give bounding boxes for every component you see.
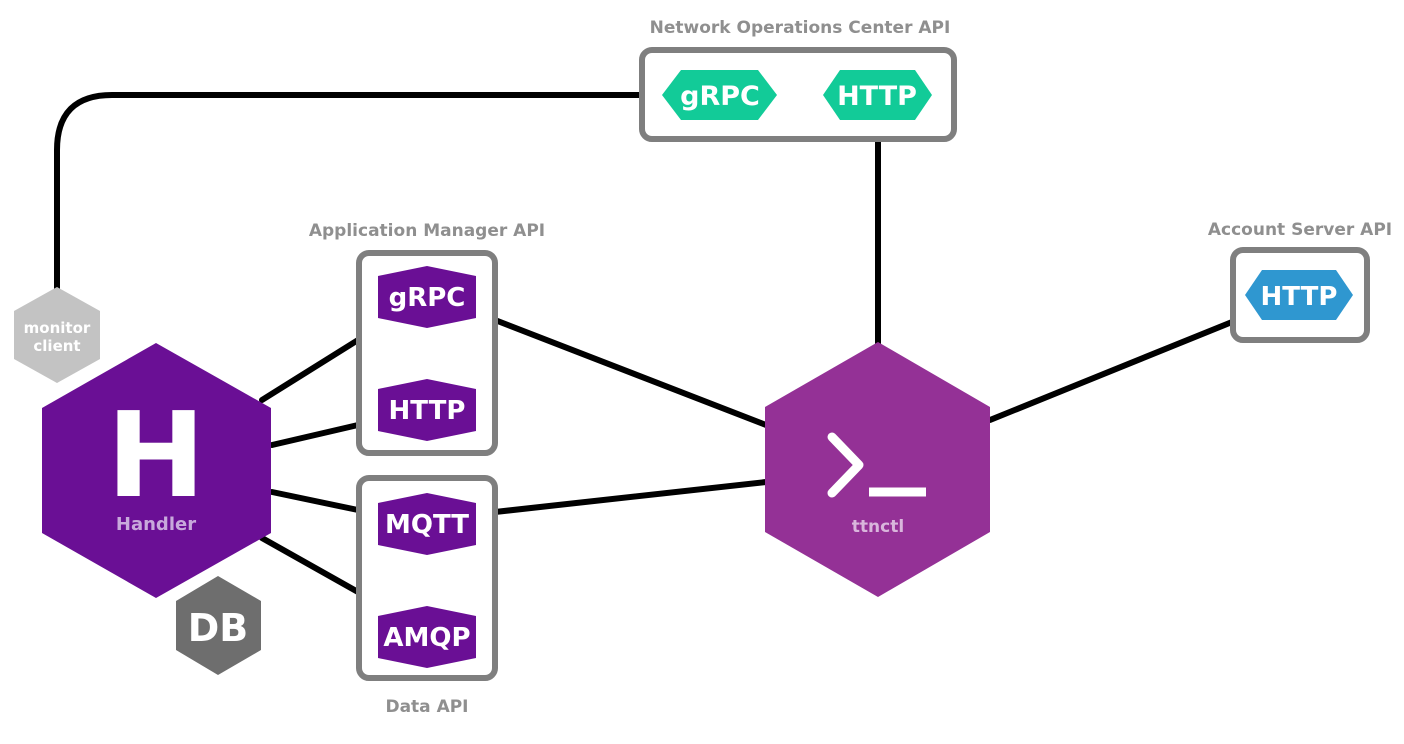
noc-http-label: HTTP: [837, 81, 917, 112]
data-mqtt-label: MQTT: [385, 510, 469, 540]
ttnctl-hex: [765, 342, 990, 597]
monitor-client-label-line2: client: [33, 337, 80, 355]
app-grpc-label: gRPC: [389, 283, 466, 313]
app-http-badge[interactable]: [378, 379, 476, 441]
monitor-client-label-line1: monitor: [24, 319, 91, 337]
app-grpc-badge[interactable]: [378, 266, 476, 328]
data-api-group: MQTT AMQP Data API: [356, 475, 498, 717]
noc-api-title: Network Operations Center API: [650, 18, 951, 38]
connections: [54, 92, 1235, 595]
handler-label: Handler: [116, 514, 196, 535]
account-http-label: HTTP: [1261, 282, 1338, 312]
edge-handler-to-amqp: [259, 535, 361, 595]
ttnctl-node[interactable]: ttnctl: [765, 342, 990, 597]
account-http-badge[interactable]: [1245, 270, 1353, 320]
edge-ttnctl-to-account: [987, 319, 1235, 423]
handler-hex: [42, 343, 271, 598]
noc-http-badge[interactable]: [823, 70, 932, 120]
account-server-api-group: Account Server API HTTP: [1208, 220, 1392, 343]
db-label: DB: [188, 606, 249, 650]
handler-letter: H: [107, 386, 206, 524]
db-hex: [176, 576, 261, 675]
account-server-api-title: Account Server API: [1208, 220, 1392, 240]
data-amqp-label: AMQP: [383, 623, 470, 653]
edge-app-grpc-to-ttnctl: [492, 317, 769, 428]
edge-mqtt-to-ttnctl: [492, 479, 769, 515]
data-mqtt-badge[interactable]: [378, 493, 476, 555]
edge-handler-to-mqtt: [269, 489, 361, 513]
terminal-prompt-icon: [827, 432, 926, 498]
noc-grpc-label: gRPC: [680, 81, 760, 112]
edge-monitor-to-noc: [54, 92, 645, 293]
app-http-label: HTTP: [389, 396, 466, 426]
db-node[interactable]: DB: [176, 576, 261, 675]
ttnctl-label: ttnctl: [852, 517, 904, 537]
handler-node[interactable]: H Handler: [42, 343, 271, 598]
monitor-client-node[interactable]: monitor client: [14, 287, 100, 383]
data-api-title: Data API: [385, 697, 468, 717]
edge-handler-to-app-http: [269, 422, 361, 448]
noc-api-group: Network Operations Center API gRPC HTTP: [639, 18, 957, 142]
monitor-client-hex: [14, 287, 100, 383]
app-manager-api-title: Application Manager API: [309, 221, 545, 241]
app-manager-api-group: Application Manager API gRPC HTTP: [309, 221, 545, 456]
noc-grpc-badge[interactable]: [662, 70, 777, 120]
data-amqp-badge[interactable]: [378, 606, 476, 668]
edge-handler-to-app-grpc: [259, 337, 361, 403]
